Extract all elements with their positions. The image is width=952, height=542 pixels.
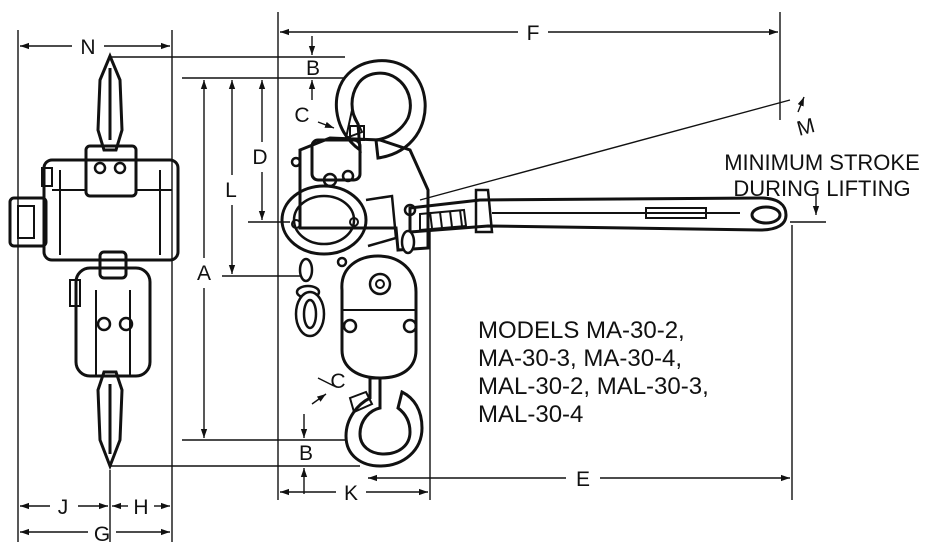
dim-label-c-bottom: C (330, 370, 345, 393)
dim-label-m: M (794, 114, 817, 141)
stroke-note-line1: MINIMUM STROKE (724, 150, 920, 175)
lever-handle (408, 188, 788, 234)
side-bottom-hook (96, 370, 124, 471)
extension-lines (17, 12, 793, 542)
load-chain (294, 229, 416, 338)
dim-label-a: A (197, 262, 211, 285)
side-top-hook (96, 52, 124, 152)
dim-label-c-top: C (294, 104, 309, 127)
dim-label-b-top: B (306, 57, 320, 80)
models-line-3: MAL-30-2, MAL-30-3, (478, 373, 709, 400)
dim-label-g: G (94, 523, 110, 542)
dim-label-h: H (133, 496, 148, 519)
models-list: MODELS MA-30-2, MA-30-3, MA-30-4, MAL-30… (478, 317, 709, 428)
dim-label-f: F (527, 22, 540, 45)
side-body-upper (42, 158, 180, 262)
side-handle-cap (8, 196, 48, 248)
side-view-hoist (8, 52, 180, 471)
models-line-2: MA-30-3, MA-30-4, (478, 345, 682, 372)
dim-label-d: D (252, 146, 267, 169)
dim-label-k: K (344, 482, 358, 505)
dim-label-j: J (58, 496, 69, 519)
dim-label-b-bottom: B (299, 442, 313, 465)
dim-label-e: E (576, 468, 590, 491)
models-line-4: MAL-30-4 (478, 401, 583, 428)
models-line-1: MODELS MA-30-2, (478, 317, 685, 344)
dimension-lines (20, 28, 826, 536)
dim-label-n: N (80, 36, 95, 59)
stroke-note: MINIMUM STROKE DURING LIFTING (724, 150, 920, 201)
dimension-label-group: N F B C D L A M C B J H G K E (58, 22, 818, 542)
stroke-note-line2: DURING LIFTING (733, 176, 910, 201)
lower-block (340, 254, 418, 380)
front-view-hoist (280, 59, 788, 468)
side-body-lower (74, 266, 152, 378)
dim-label-l: L (225, 179, 237, 202)
ratchet-wheel (280, 184, 368, 256)
top-hook (334, 59, 427, 160)
bottom-hook (344, 376, 424, 468)
